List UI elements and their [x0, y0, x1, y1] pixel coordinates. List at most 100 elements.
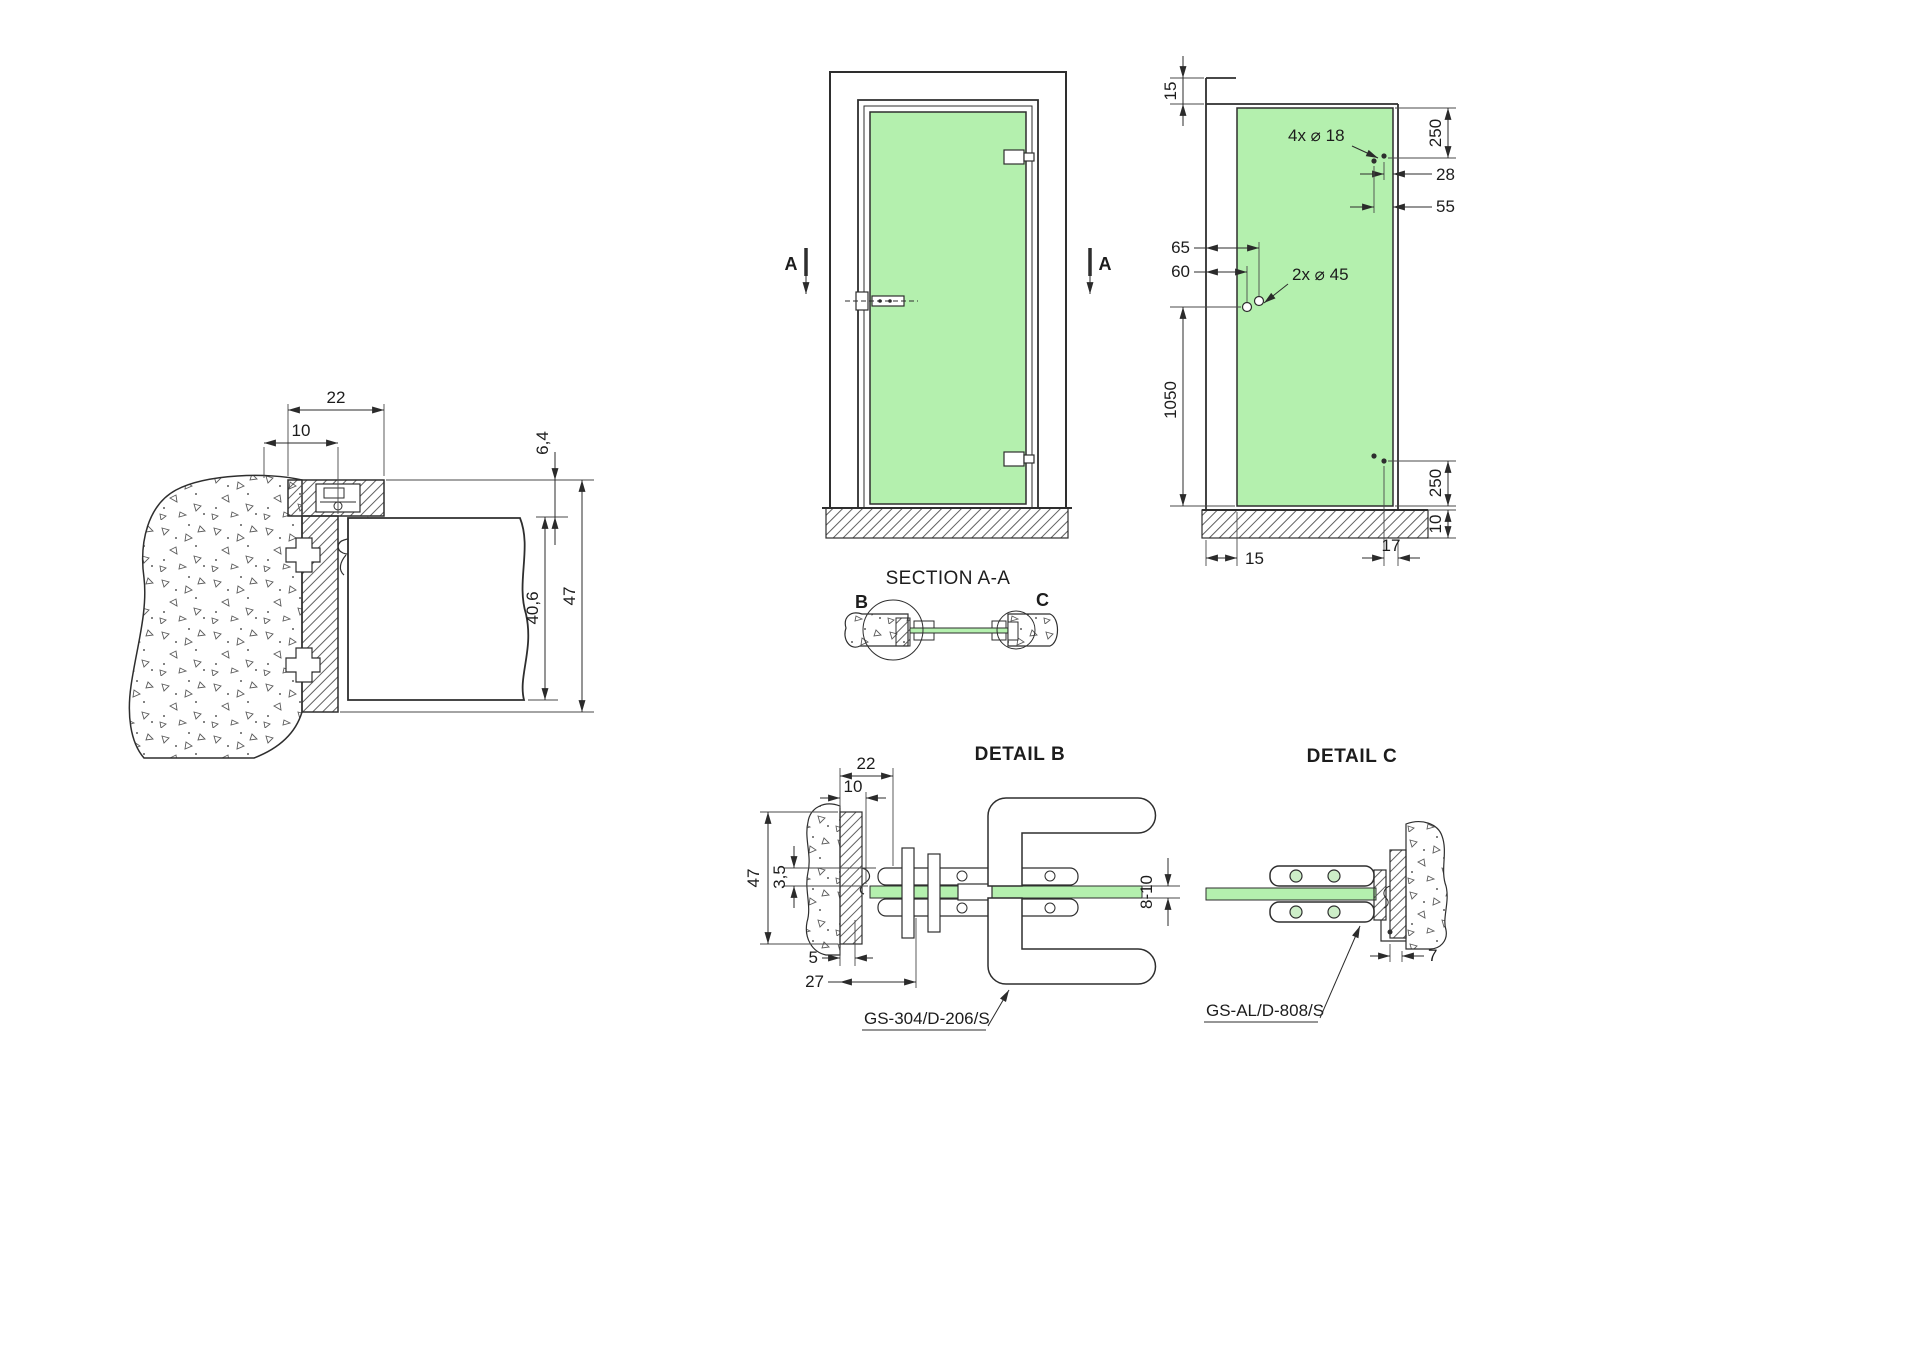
hinge-hole: [1371, 158, 1377, 164]
left-view-dimensions: 22 10 6,4 40,6 47: [263, 388, 594, 713]
door-leaf-edge: [347, 517, 530, 701]
dim-hole-edge-1-label: 28: [1436, 165, 1455, 184]
part-label-c: GS-AL/D-808/S: [1204, 925, 1361, 1023]
gasket-lip: [339, 554, 347, 576]
clamp-plate-bottom: [1269, 901, 1375, 923]
lever-handle-top: [987, 797, 1157, 887]
dim-hinge-bottom: 250: [1388, 460, 1456, 507]
hinge-top: [1003, 149, 1035, 165]
dim-hinge-top: 250: [1388, 107, 1456, 159]
dim-hole-edge-2-label: 55: [1436, 197, 1455, 216]
left-wall-cut: [844, 612, 909, 648]
detail-c-view: DETAIL C 7 GS-AL/D-808/S: [1204, 746, 1448, 1023]
dim-glass-inset-label: 10: [844, 777, 863, 796]
dim-lock-depth-label: 27: [805, 972, 824, 991]
dim-profile-height-label: 47: [744, 869, 763, 888]
dim-floor-offset-label: 10: [1426, 515, 1445, 534]
mount-bracket: [1380, 920, 1406, 942]
dim-top-offset: 15: [1161, 56, 1204, 126]
glass-door-panel-dimensioned: [1236, 107, 1394, 507]
dim-bottom-left: 15: [1205, 512, 1264, 568]
frame-jamb-profile: [1389, 849, 1407, 939]
screw: [1044, 902, 1056, 914]
dim-bottom-right-label: 17: [1382, 536, 1401, 555]
rosette-column: [927, 853, 941, 933]
dim-handle-height-label: 1050: [1161, 381, 1180, 419]
floor-section: [825, 507, 1069, 539]
front-elevation-view: A A SECTION A-A: [785, 71, 1112, 589]
detail-c-mark: C: [1036, 590, 1049, 610]
note-handle-holes: 2x ⌀ 45: [1263, 265, 1349, 304]
dim-hole-edge-55: 55: [1350, 166, 1455, 216]
section-cut-marker-right: A: [1086, 248, 1112, 294]
hinge-hole: [1371, 453, 1377, 459]
dimensioned-elevation-view: 15 250 4x ⌀ 18 28 55 65: [1161, 56, 1456, 568]
bracket-screw: [1387, 929, 1393, 935]
screw: [1289, 905, 1303, 919]
dim-profile-width-label: 22: [327, 388, 346, 407]
hinge-hole: [1381, 153, 1387, 159]
clamp-connector: [1373, 869, 1387, 921]
detail-c-circle: [996, 610, 1036, 650]
handle-spindle: [957, 883, 993, 901]
rosette-column: [901, 847, 915, 939]
detail-b-view: DETAIL B 22 10 47: [744, 744, 1180, 1031]
cut-label-right: A: [1099, 254, 1112, 274]
section-aa-plan: B C: [844, 590, 1059, 661]
section-cut-marker-left: A: [785, 248, 810, 294]
part-code-c: GS-AL/D-808/S: [1206, 1001, 1324, 1020]
screw: [1289, 869, 1303, 883]
left-profile-section-view: 22 10 6,4 40,6 47: [128, 388, 594, 759]
dim-profile-width-label: 22: [857, 754, 876, 773]
dim-bottom-left-label: 15: [1245, 549, 1264, 568]
dim-top-offset-label: 15: [1161, 82, 1180, 101]
lock-assembly: [845, 291, 918, 311]
dim-bottom-right: 17: [1362, 466, 1420, 566]
dim-handle-col-2-label: 60: [1171, 262, 1190, 281]
part-code-b: GS-304/D-206/S: [864, 1009, 990, 1028]
dim-hinge-bottom-label: 250: [1426, 469, 1445, 497]
part-label-b: GS-304/D-206/S: [862, 989, 1010, 1031]
detail-c-dimensions: 7: [1370, 944, 1437, 965]
right-wall-cut: [1007, 613, 1059, 647]
frame-clamp-body: [323, 487, 345, 499]
dim-handle-60: 60: [1171, 262, 1248, 302]
dim-inset-label: 10: [292, 421, 311, 440]
dim-leaf-label: 40,6: [523, 591, 542, 624]
handle-hole: [1253, 295, 1265, 307]
hinge-bottom: [1003, 451, 1035, 467]
dim-handle-col-1-label: 65: [1171, 238, 1190, 257]
screw: [1044, 870, 1056, 882]
dim-cap-label: 6,4: [533, 431, 552, 455]
detail-b-circle: [862, 599, 924, 661]
dim-seal-gap-label: 3,5: [770, 865, 789, 889]
dim-glass-thickness-label: 8-10: [1137, 875, 1156, 909]
concrete-wall: [805, 803, 841, 956]
screw: [1327, 869, 1341, 883]
handle-hole: [1241, 301, 1253, 313]
dim-floor: 10: [1426, 509, 1456, 539]
lever-handle-bottom: [987, 897, 1157, 985]
hinge-holes-note: 4x ⌀ 18: [1288, 126, 1345, 145]
detail-b-dimensions: 22 10 47 3,5 5 27: [744, 754, 1180, 991]
concrete-wall: [128, 474, 303, 759]
dim-handle-height: 1050: [1161, 306, 1241, 507]
right-frame-cut: [1007, 621, 1019, 641]
concrete-wall: [1405, 821, 1448, 950]
anchor-clip-bottom: [285, 647, 321, 683]
hinge-hole: [1381, 458, 1387, 464]
gasket-seal: [1383, 885, 1391, 909]
dim-hinge-top-label: 250: [1426, 119, 1445, 147]
glass-door-panel: [869, 111, 1027, 505]
screw: [1327, 905, 1341, 919]
dim-handle-65: 65: [1171, 238, 1260, 296]
dim-hole-edge-28: 28: [1360, 162, 1455, 184]
detail-c-title: DETAIL C: [1307, 746, 1398, 767]
note-hinge-holes: 4x ⌀ 18: [1288, 126, 1379, 159]
detail-b-mark: B: [855, 592, 868, 612]
cut-label-left: A: [785, 254, 798, 274]
left-frame-cut: [895, 617, 911, 647]
dim-edge-gap-label: 7: [1428, 946, 1437, 965]
anchor-clip-top: [285, 537, 321, 573]
